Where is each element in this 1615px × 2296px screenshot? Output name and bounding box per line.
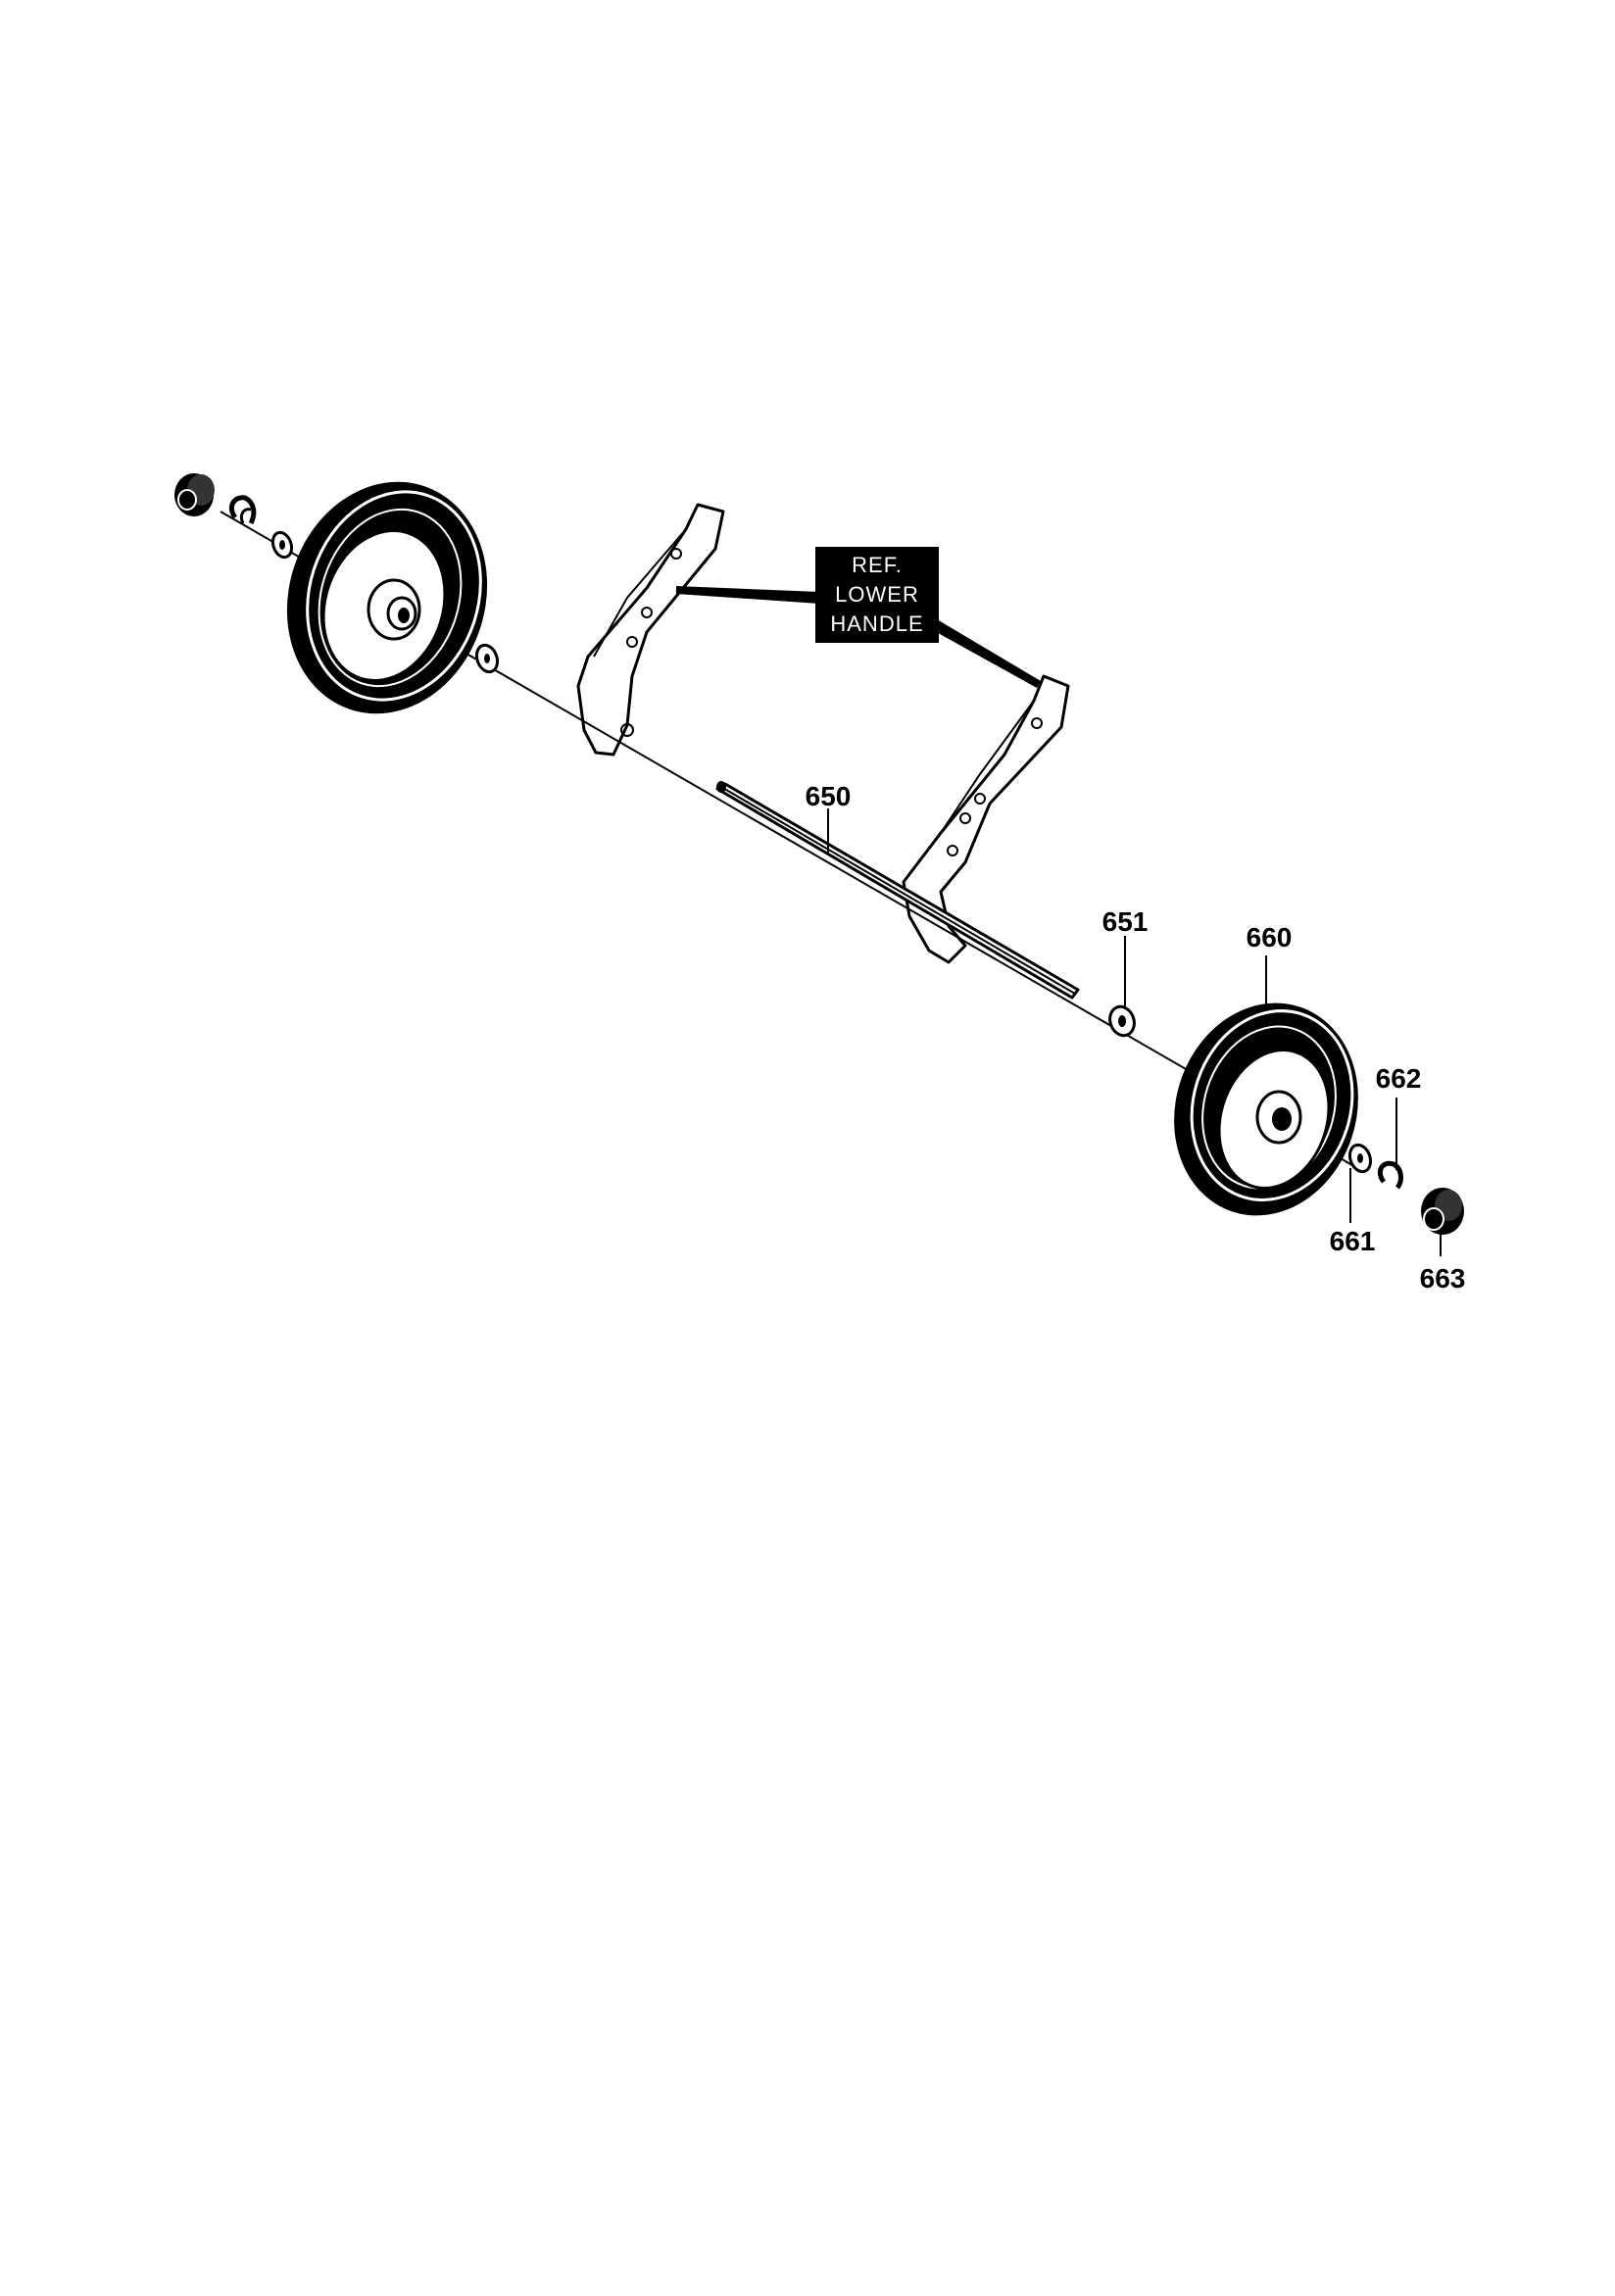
axle: [715, 781, 1080, 1000]
part-label-662: 662: [1376, 1063, 1422, 1094]
ref-note-line-2: LOWER: [835, 582, 919, 607]
lower-handle-left: [576, 503, 725, 757]
right-washer: [1347, 1143, 1373, 1174]
ref-note-line-1: REF.: [852, 553, 903, 577]
part-label-661: 661: [1330, 1226, 1376, 1256]
part-label-651: 651: [1102, 906, 1149, 937]
right-wheel: [1174, 1002, 1358, 1216]
part-label-663: 663: [1420, 1263, 1466, 1294]
part-label-650: 650: [806, 781, 852, 811]
ref-lower-handle-callout: REF. LOWER HANDLE: [675, 547, 1041, 688]
left-washer: [270, 530, 294, 560]
leader-lines: [827, 808, 1442, 1256]
left-axle-washer: [474, 643, 500, 674]
part-label-660: 660: [1247, 922, 1293, 953]
left-retainer: [228, 495, 257, 525]
left-wheel: [286, 481, 488, 714]
right-hub-cap: [1421, 1188, 1464, 1235]
left-hub-cap: [174, 473, 215, 516]
right-retainer: [1377, 1160, 1403, 1190]
ref-note-line-3: HANDLE: [830, 611, 923, 636]
right-axle-washer: [1108, 1004, 1136, 1038]
lower-handle-right: [902, 674, 1070, 964]
